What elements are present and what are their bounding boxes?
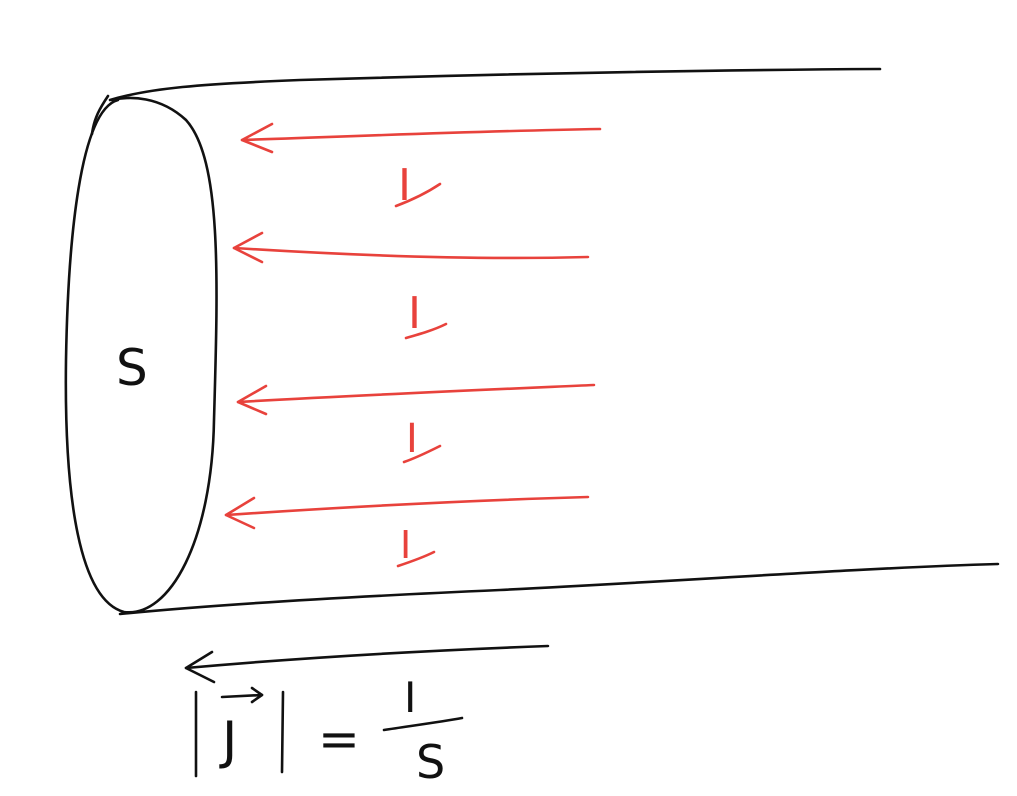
current-arrow — [232, 231, 590, 264]
cylinder-cross-section — [64, 96, 218, 614]
cylinder-top-edge — [108, 67, 882, 102]
cylinder — [64, 67, 1000, 616]
abs-bar-right — [280, 690, 285, 774]
current-label: I — [400, 523, 411, 567]
vector-arrow-icon — [220, 686, 264, 704]
current-density-formula: J = I S — [194, 673, 464, 789]
current-label: I — [408, 288, 421, 339]
formula-denominator: S — [416, 735, 445, 789]
formula-equals: = — [318, 710, 360, 768]
current-arrows: I I I I — [224, 122, 602, 568]
cylinder-cross-section-overlap — [90, 94, 110, 136]
current-arrow — [240, 122, 602, 154]
current-label: I — [398, 160, 411, 211]
fraction-bar — [382, 716, 464, 732]
current-arrow — [224, 495, 590, 530]
current-label-underline — [396, 550, 436, 568]
current-label-underline — [402, 444, 442, 464]
formula-vector-symbol: J — [219, 711, 237, 771]
current-density-arrow — [184, 644, 550, 684]
current-label-underline — [394, 182, 442, 208]
formula-numerator: I — [404, 673, 416, 722]
current-label: I — [406, 416, 418, 462]
cylinder-bottom-edge — [118, 562, 1000, 616]
surface-label: S — [116, 339, 148, 397]
current-arrow — [236, 383, 596, 416]
current-label-underline — [404, 322, 448, 340]
